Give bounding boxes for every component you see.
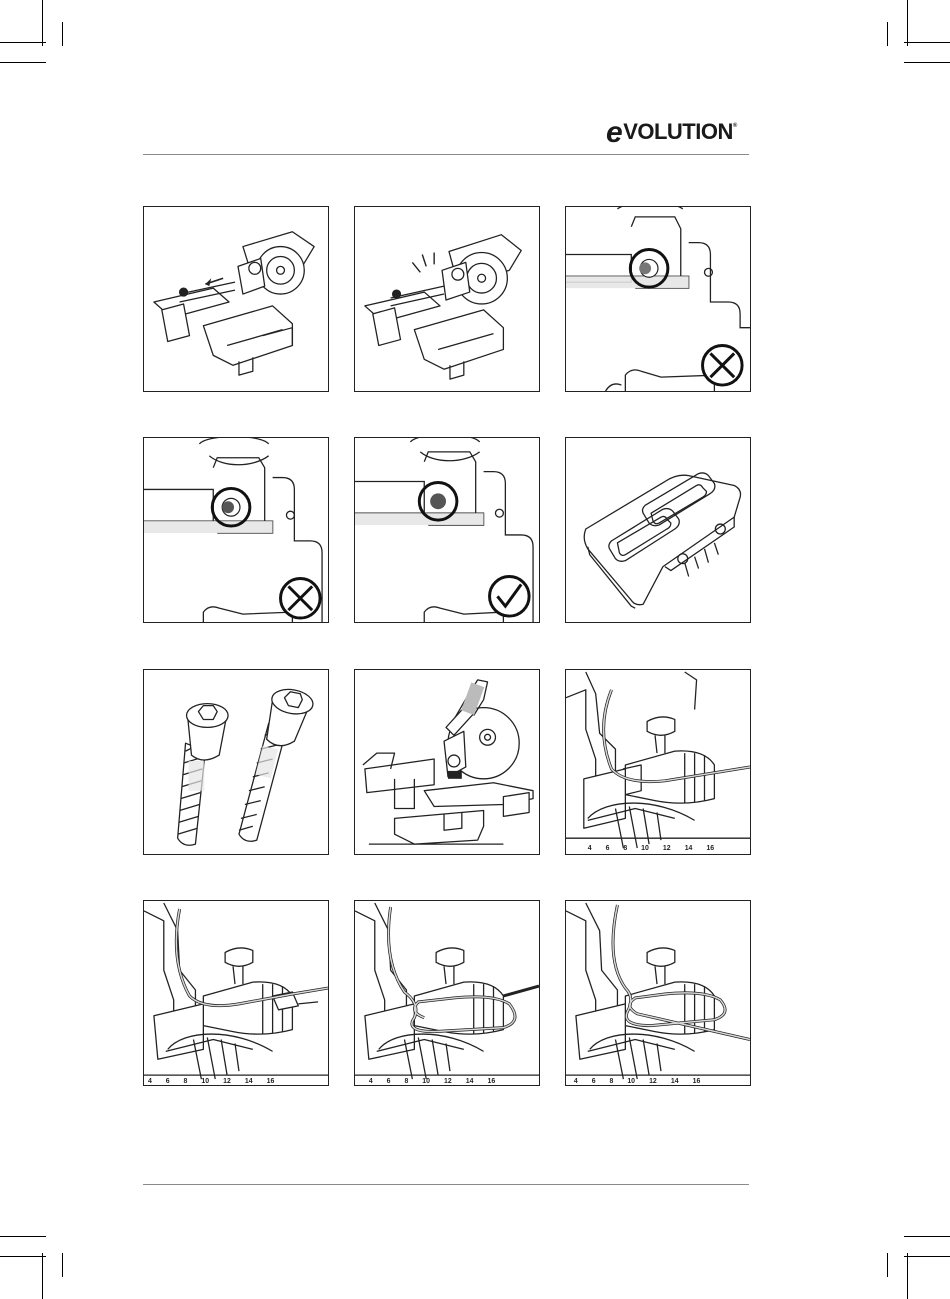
crop-mark xyxy=(62,1253,63,1277)
scale-label: 14 xyxy=(671,1078,679,1085)
crop-mark xyxy=(0,1236,46,1237)
fig-saw-side-view xyxy=(354,669,540,855)
fig-pin-misaligned-2 xyxy=(143,437,329,623)
scale-label: 14 xyxy=(466,1078,474,1085)
fig-pin-aligned xyxy=(354,437,540,623)
scale-label: 4 xyxy=(588,845,592,852)
cross-circle-icon xyxy=(281,578,321,618)
scale-label: 4 xyxy=(148,1078,152,1085)
cable-routing-icon: 4 6 8 10 12 14 16 xyxy=(355,901,539,1085)
scale-label: 10 xyxy=(641,845,649,852)
scale-label: 8 xyxy=(184,1078,188,1085)
logo-mark: e xyxy=(606,116,622,149)
crop-mark xyxy=(42,0,43,46)
mitre-saw-assembly-icon xyxy=(144,207,328,391)
check-circle-icon xyxy=(490,576,530,616)
scale-label: 6 xyxy=(592,1078,596,1085)
scale-label: 12 xyxy=(444,1078,452,1085)
fig-cable-step-1: 4 6 8 10 12 14 16 xyxy=(565,669,751,855)
scale-label: 4 xyxy=(574,1078,578,1085)
scale-label: 8 xyxy=(610,1078,614,1085)
crop-mark xyxy=(907,1253,908,1299)
scale-label: 4 xyxy=(369,1078,373,1085)
scale-label: 12 xyxy=(649,1078,657,1085)
scale-label: 16 xyxy=(488,1078,496,1085)
cable-routing-icon: 4 6 8 10 12 14 16 xyxy=(566,670,750,854)
scale-label: 12 xyxy=(663,845,671,852)
logo-text: VOLUTION xyxy=(623,119,733,144)
fig-cable-step-4: 4 6 8 10 12 14 16 xyxy=(565,900,751,1086)
hex-bolt-icon xyxy=(144,670,328,854)
scale-label: 8 xyxy=(623,845,627,852)
evolution-logo: eVOLUTION® xyxy=(606,116,751,146)
footer-rule xyxy=(143,1184,749,1185)
crop-mark xyxy=(0,1256,46,1257)
mitre-saw-side-icon xyxy=(355,670,539,854)
crop-mark xyxy=(0,42,46,43)
fig-saw-head-click xyxy=(354,206,540,392)
crop-mark xyxy=(904,42,950,43)
scale-label: 12 xyxy=(223,1078,231,1085)
cross-circle-icon xyxy=(703,345,743,385)
cable-routing-icon: 4 6 8 10 12 14 16 xyxy=(566,901,750,1085)
header-rule xyxy=(143,154,749,155)
scale-label: 6 xyxy=(166,1078,170,1085)
scale-label: 8 xyxy=(404,1078,408,1085)
crop-mark xyxy=(904,1256,950,1257)
cable-routing-icon: 4 6 8 10 12 14 16 xyxy=(144,901,328,1085)
crop-mark xyxy=(887,1253,888,1277)
crop-mark xyxy=(62,22,63,46)
fig-hex-bolts xyxy=(143,669,329,855)
scale-label: 10 xyxy=(201,1078,209,1085)
crop-mark xyxy=(904,62,950,63)
fig-cover-plate xyxy=(565,437,751,623)
crop-mark xyxy=(0,62,46,63)
crop-mark xyxy=(887,22,888,46)
scale-label: 14 xyxy=(685,845,693,852)
cover-plate-icon xyxy=(566,438,750,622)
scale-label: 16 xyxy=(267,1078,275,1085)
scale-label: 16 xyxy=(706,845,714,852)
crop-mark xyxy=(907,0,908,46)
scale-label: 6 xyxy=(387,1078,391,1085)
fig-pin-misaligned-1 xyxy=(565,206,751,392)
mitre-saw-assembly-icon xyxy=(355,207,539,391)
scale-label: 6 xyxy=(606,845,610,852)
scale-label: 10 xyxy=(627,1078,635,1085)
logo-trademark: ® xyxy=(733,123,737,129)
scale-label: 16 xyxy=(693,1078,701,1085)
crop-mark xyxy=(42,1253,43,1299)
fig-cable-step-3: 4 6 8 10 12 14 16 xyxy=(354,900,540,1086)
fig-cable-step-2: 4 6 8 10 12 14 16 xyxy=(143,900,329,1086)
fig-remove-saw-head xyxy=(143,206,329,392)
scale-label: 10 xyxy=(422,1078,430,1085)
crop-mark xyxy=(904,1236,950,1237)
scale-label: 14 xyxy=(245,1078,253,1085)
